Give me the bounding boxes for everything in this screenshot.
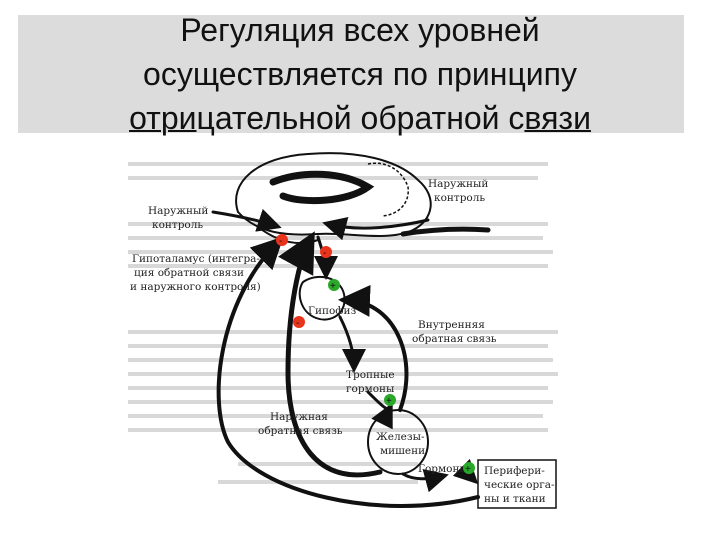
title-line-3: отрицательной обратной связи bbox=[0, 96, 720, 140]
positive-sign-1: + bbox=[328, 279, 340, 292]
title-line-1: Регуляция всех уровней bbox=[0, 8, 720, 52]
svg-text:-: - bbox=[323, 248, 326, 259]
label-outer-control-left: Наружный контроль bbox=[148, 205, 212, 231]
label-outer-control-right: Наружный контроль bbox=[428, 178, 492, 204]
label-pituitary: Гипофиз bbox=[308, 305, 356, 317]
arrow-external-feedback bbox=[288, 240, 380, 475]
svg-text:-: - bbox=[279, 236, 282, 247]
title-line-2: осуществляется по принципу bbox=[0, 52, 720, 96]
title-line-3-underlined-start: отри bbox=[129, 100, 196, 136]
positive-sign-2: + bbox=[384, 394, 396, 407]
negative-sign-2: - bbox=[320, 246, 332, 259]
svg-text:-: - bbox=[296, 318, 299, 329]
svg-text:+: + bbox=[330, 281, 336, 292]
arrow-hormones-to-peripheral bbox=[463, 476, 474, 480]
label-external-feedback: Наружная обратная связь bbox=[258, 411, 343, 437]
feedback-diagram: Наружный контроль Наружный контроль Гипо… bbox=[118, 142, 562, 522]
svg-text:+: + bbox=[465, 464, 471, 475]
title-line-3-underlined-end: вязи bbox=[524, 100, 591, 136]
slide-title: Регуляция всех уровней осуществляется по… bbox=[0, 8, 720, 140]
title-line-3-middle: цательной обратной с bbox=[196, 100, 524, 136]
negative-sign-3: - bbox=[293, 316, 305, 329]
svg-text:+: + bbox=[386, 396, 392, 407]
label-hypothalamus: Гипоталамус (интегра- ция обратной связи… bbox=[130, 253, 263, 293]
label-target-glands: Железы- мишени bbox=[376, 431, 428, 457]
positive-sign-3: + bbox=[463, 462, 475, 475]
label-hormones: Гормоны bbox=[418, 463, 468, 475]
label-tropic-hormones: Тропные гормоны bbox=[346, 369, 398, 395]
